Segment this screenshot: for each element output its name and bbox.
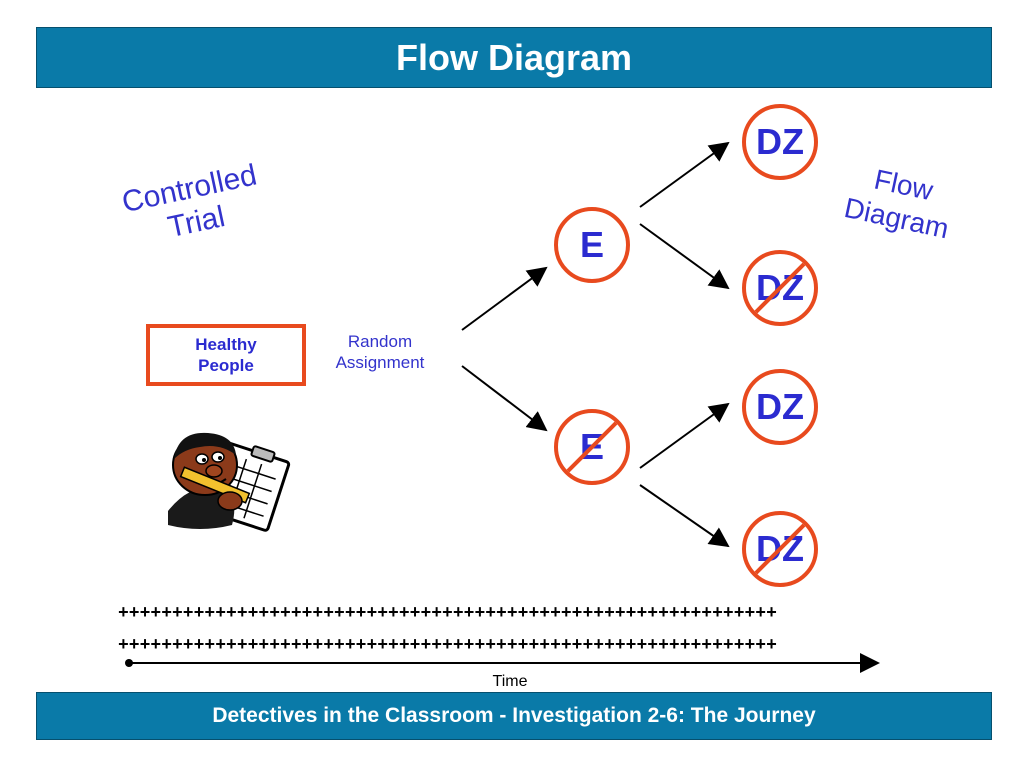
title-bar: Flow Diagram: [36, 27, 992, 88]
disease-node-3: DZ: [742, 369, 818, 445]
healthy-people-box: Healthy People: [146, 324, 306, 386]
disease-node-2-crossed: DZ: [742, 250, 818, 326]
arrow-e-bottom-to-dz3: [639, 402, 730, 469]
disease-node-1-label: DZ: [756, 121, 804, 162]
arrow-to-e-bottom: [461, 365, 548, 432]
time-label: Time: [492, 673, 528, 690]
disease-node-4-crossed: DZ: [742, 511, 818, 587]
arrow-e-bottom-to-dz4: [639, 484, 730, 548]
exposure-node-top: E: [554, 207, 630, 283]
timeline-plus-row-1: ++++++++++++++++++++++++++++++++++++++++…: [118, 604, 777, 624]
page-title: Flow Diagram: [395, 36, 633, 78]
footer-text: Detectives in the Classroom - Investigat…: [212, 704, 816, 727]
exposure-node-top-label: E: [579, 224, 604, 265]
arrow-e-top-to-dz1: [639, 141, 730, 208]
person-with-clipboard-icon: [168, 432, 291, 532]
random-assignment-label: Random Assignment: [335, 332, 425, 372]
arrow-e-top-to-dz2: [639, 223, 730, 290]
timeline-plus-row-2: ++++++++++++++++++++++++++++++++++++++++…: [118, 636, 777, 656]
disease-node-3-label: DZ: [756, 386, 804, 427]
cross-out-slash: [560, 415, 624, 479]
arrow-to-e-top: [461, 266, 548, 331]
disease-node-1: DZ: [742, 104, 818, 180]
footer-bar: Detectives in the Classroom - Investigat…: [36, 692, 992, 740]
healthy-people-label: Healthy People: [195, 335, 257, 375]
exposure-node-bottom-crossed: E: [554, 409, 630, 485]
